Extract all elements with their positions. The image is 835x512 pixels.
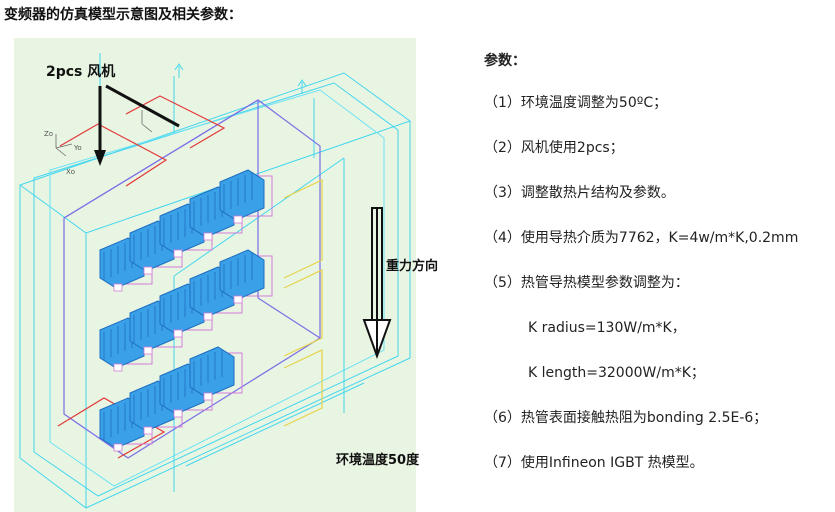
simulation-model-figure: Zo Yo Xo 2pcs 风机 重力方向 环境温度50度 xyxy=(14,38,438,512)
fan-pointer-arrows xyxy=(94,84,180,166)
axis-label-y: Yo xyxy=(73,144,82,152)
param-item-4: （4）使用导热介质为7762，K=4w/m*K,0.2mm xyxy=(484,230,799,246)
igbt-module xyxy=(189,346,243,401)
air-channel-outline xyxy=(283,179,323,427)
param-item-1: （1）环境温度调整为50ºC； xyxy=(484,95,668,111)
gravity-direction-label: 重力方向 xyxy=(386,258,438,274)
fan-label: 2pcs 风机 xyxy=(46,63,115,80)
ambient-temperature-label: 环境温度50度 xyxy=(336,452,420,468)
axis-label-x: Xo xyxy=(66,168,75,176)
page-title: 变频器的仿真模型示意图及相关参数： xyxy=(4,7,242,23)
igbt-module xyxy=(219,249,273,304)
param-item-7: （7）使用Infineon IGBT 热模型。 xyxy=(484,455,704,471)
gravity-arrow xyxy=(362,207,392,359)
coordinate-axes xyxy=(55,110,153,157)
param-item-3: （3）调整散热片结构及参数。 xyxy=(484,185,675,201)
param-item-5b: K length=32000W/m*K； xyxy=(528,365,705,381)
fan-airflow-arrows xyxy=(174,63,307,94)
param-item-2: （2）风机使用2pcs； xyxy=(484,140,624,156)
simulation-model-diagram: Zo Yo Xo 2pcs 风机 重力方向 环境温度50度 xyxy=(19,53,438,509)
igbt-module xyxy=(219,169,273,224)
axis-label-z: Zo xyxy=(44,130,53,138)
param-item-5a: K radius=130W/m*K， xyxy=(528,320,686,336)
param-item-6: （6）热管表面接触热阻为bonding 2.5E-6； xyxy=(484,410,768,426)
param-item-5: （5）热管导热模型参数调整为： xyxy=(484,275,689,291)
enclosure-outline xyxy=(19,53,411,509)
igbt-module-array xyxy=(99,169,273,452)
parameters-heading: 参数： xyxy=(484,53,526,69)
parameters-panel: 参数： （1）环境温度调整为50ºC； （2）风机使用2pcs； （3）调整散热… xyxy=(484,50,829,471)
